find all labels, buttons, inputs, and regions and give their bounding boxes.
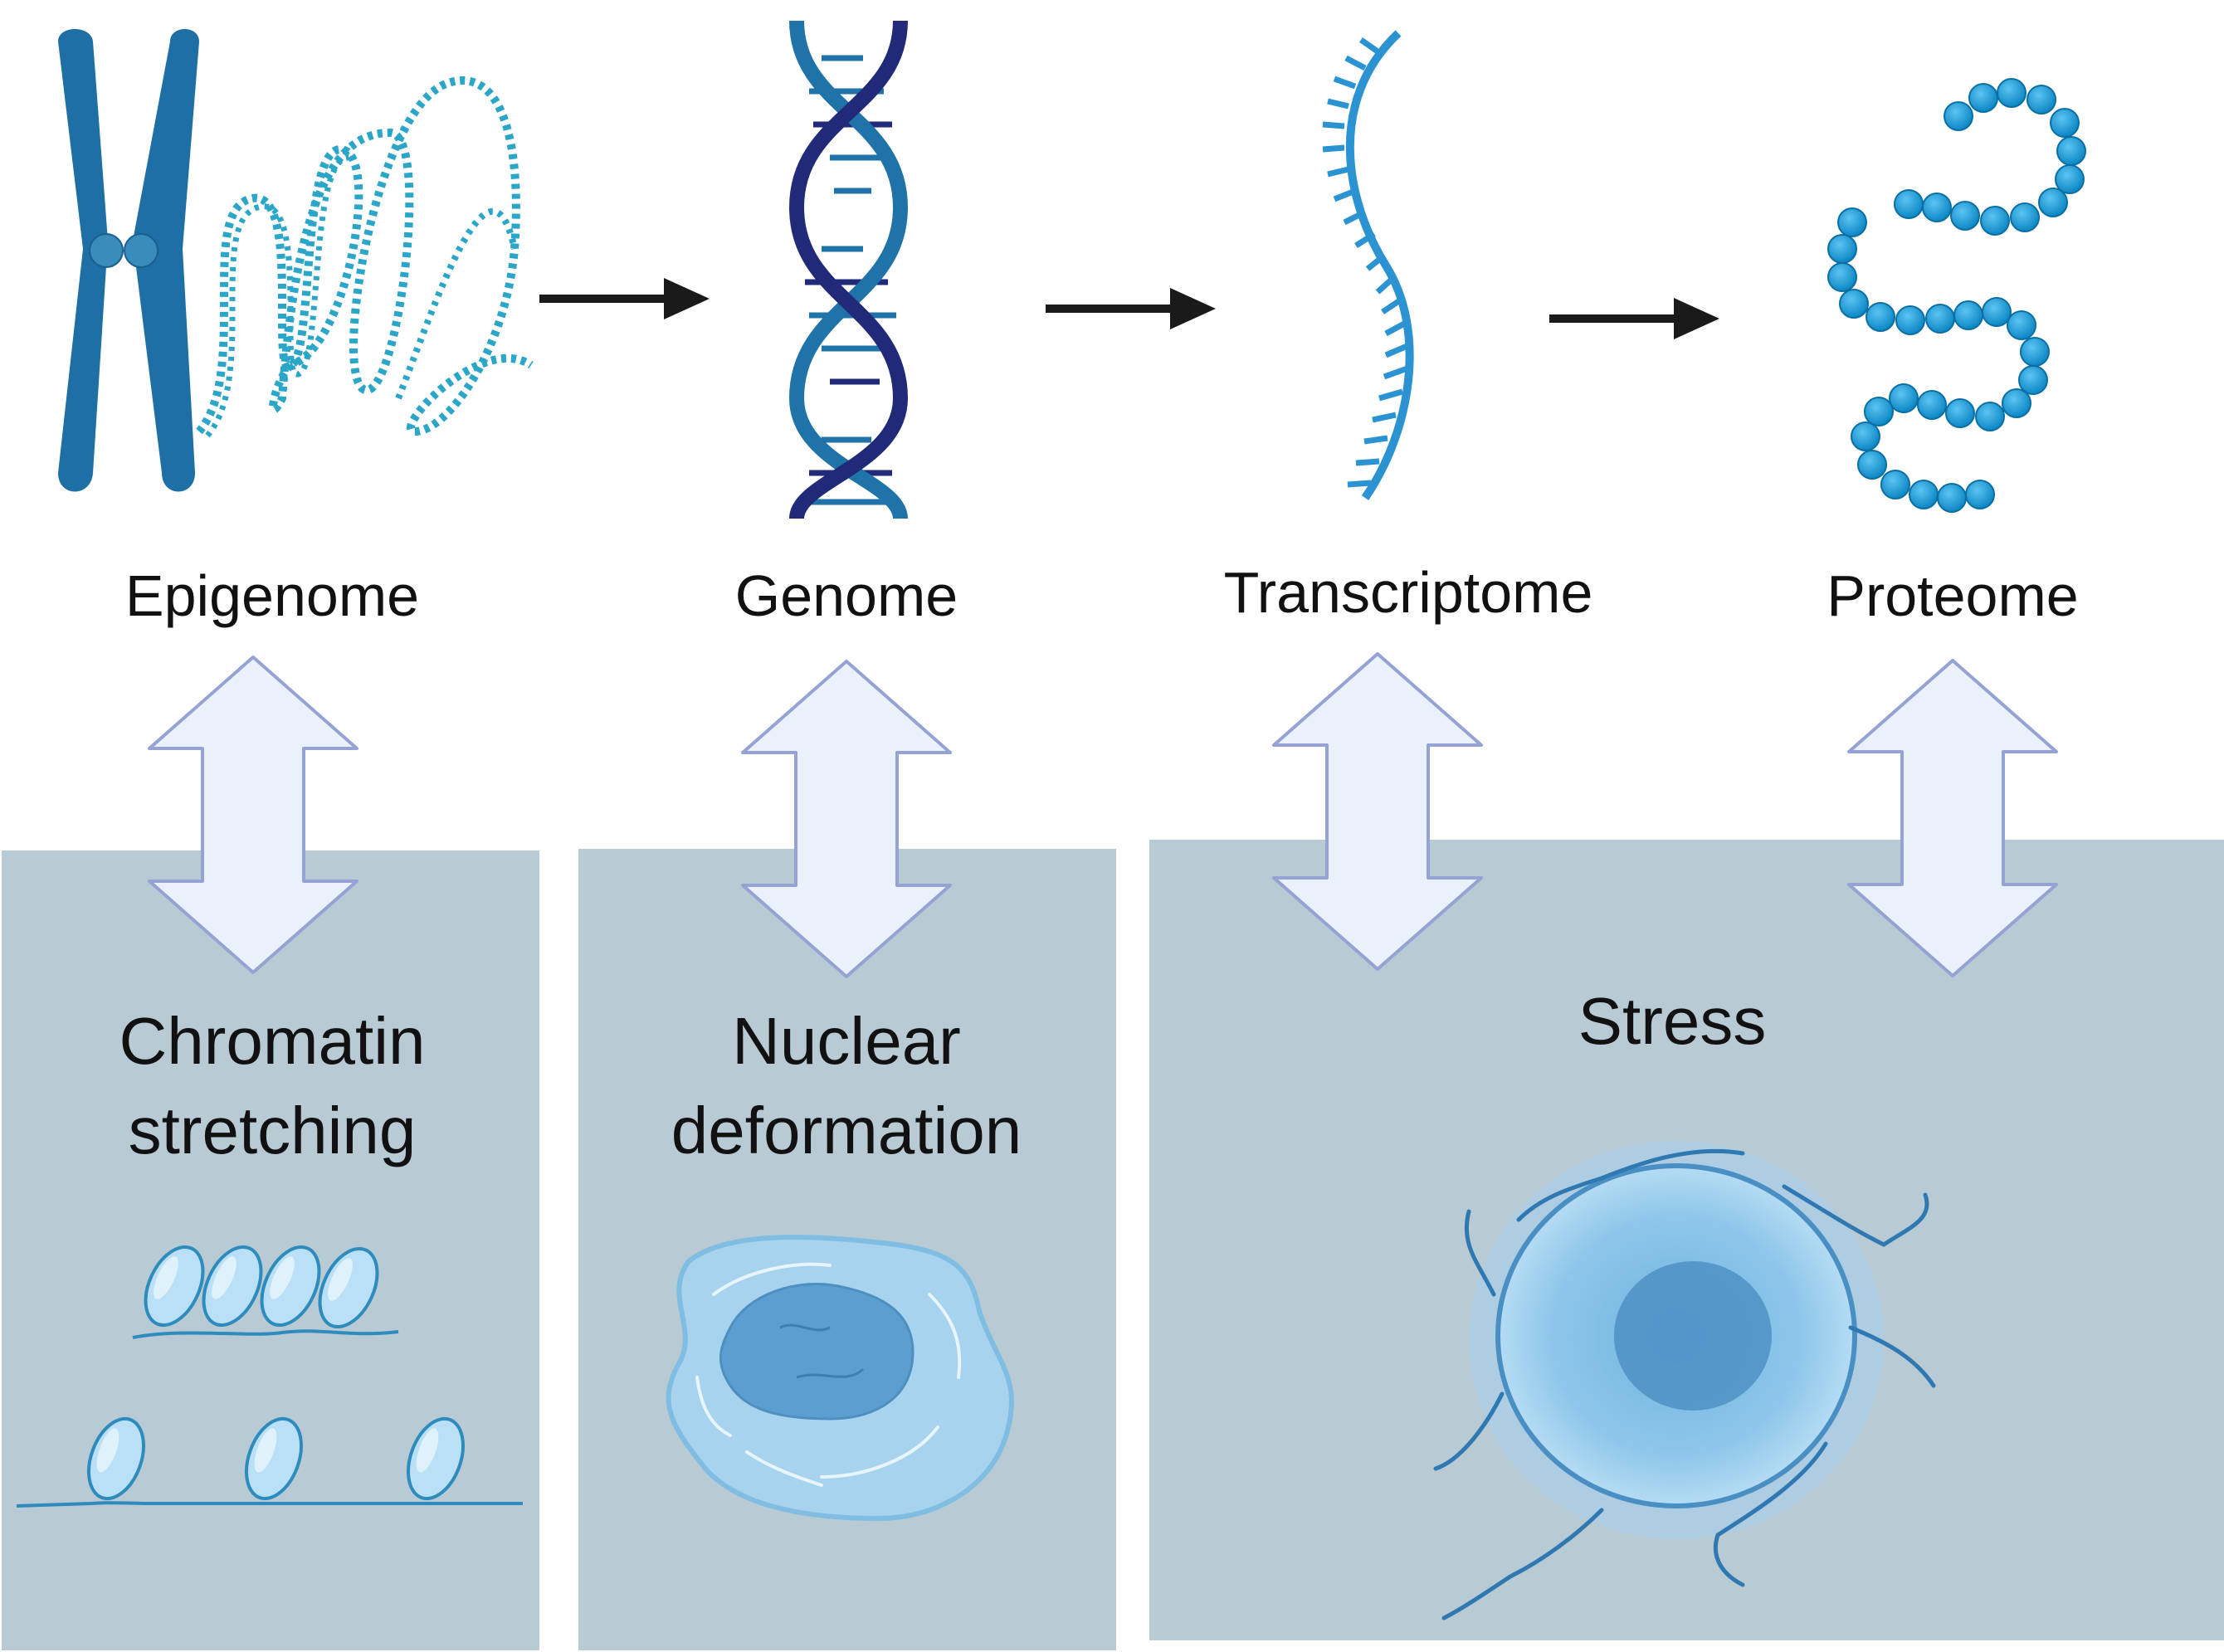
chromosome-icon — [58, 29, 534, 492]
label-stress: Stress — [1578, 984, 1767, 1058]
label-nuclear-line1: Nuclear — [732, 1004, 961, 1078]
label-nuclear-line2: deformation — [671, 1094, 1022, 1167]
label-chromatin-line1: Chromatin — [119, 1004, 425, 1078]
label-proteome: Proteome — [1827, 563, 2078, 628]
dna-helix-icon — [788, 20, 909, 520]
flow-arrow-3 — [1549, 298, 1719, 339]
rna-strand-icon — [1322, 30, 1414, 500]
protein-chain-icon — [1827, 78, 2086, 513]
flow-arrow-1 — [539, 278, 710, 319]
panel-chromatin — [2, 850, 539, 1650]
label-transcriptome: Transcriptome — [1224, 560, 1593, 625]
flow-arrow-2 — [1046, 288, 1216, 329]
label-epigenome: Epigenome — [125, 563, 419, 628]
stressed-cell-icon — [1433, 1141, 1936, 1620]
deformed-nucleus-icon — [666, 1235, 1014, 1522]
stretched-nucleosome-icon — [16, 1416, 523, 1508]
nucleosome-icon — [132, 1245, 399, 1339]
label-chromatin-line2: stretching — [129, 1094, 417, 1167]
label-genome: Genome — [735, 563, 958, 628]
